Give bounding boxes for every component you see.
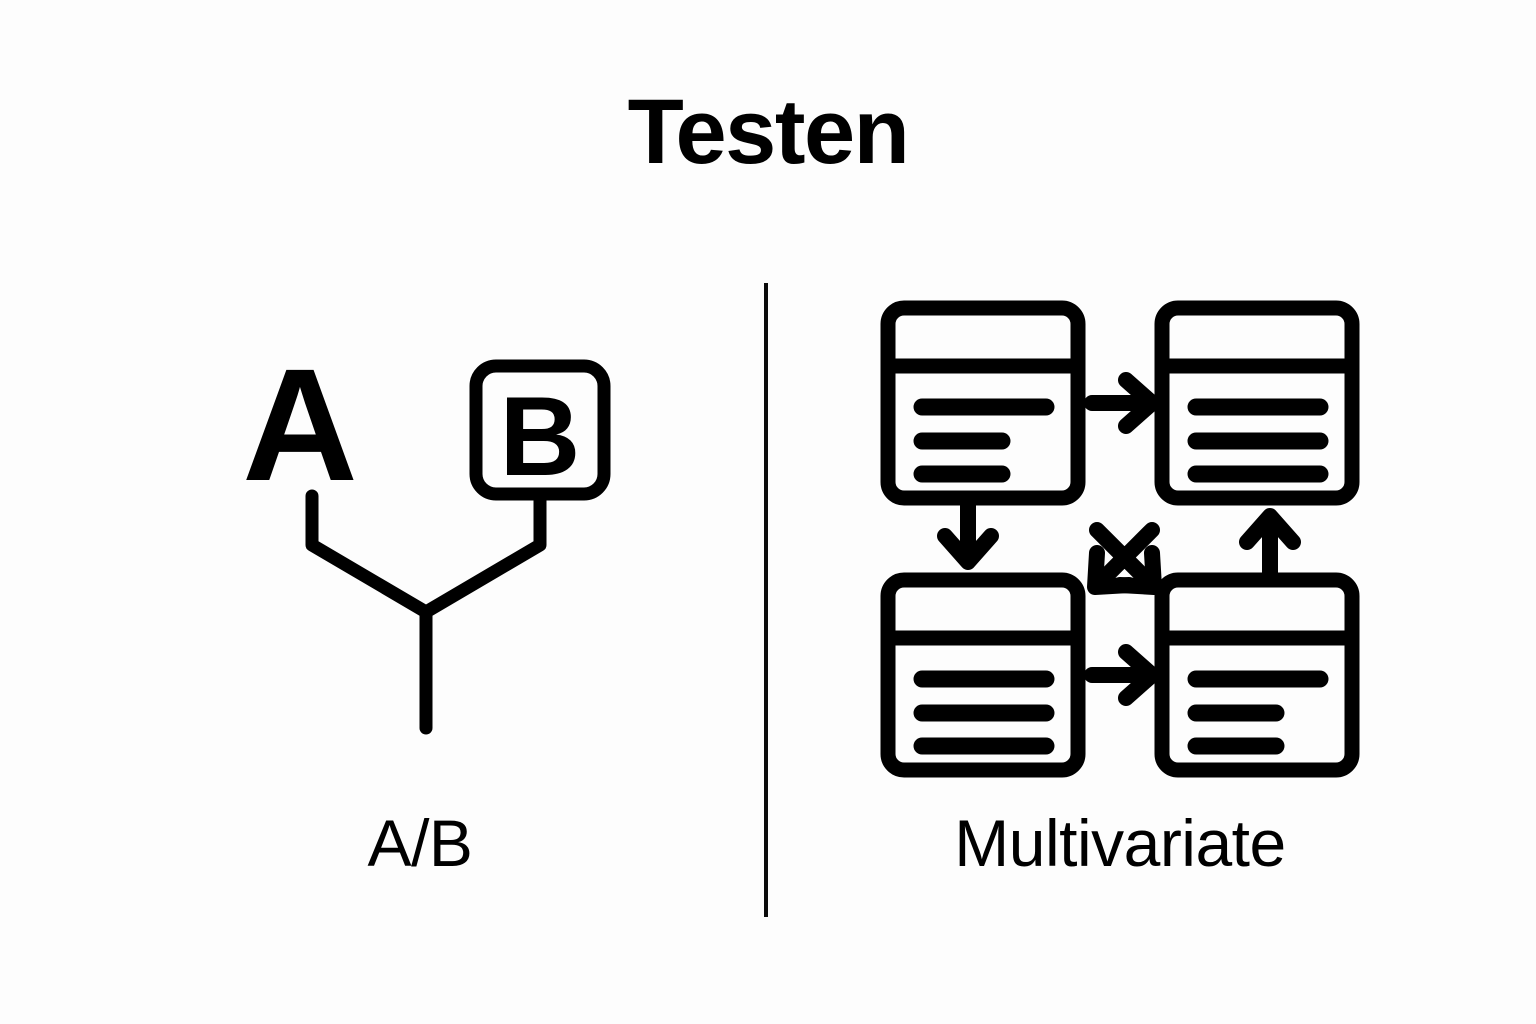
letter-b-glyph: B (500, 374, 581, 499)
panel-ab-test: A B A/B (100, 300, 740, 920)
letter-a-glyph: A (242, 340, 358, 514)
card-bottom-right (1154, 572, 1360, 778)
card-top-right (1154, 300, 1360, 506)
panel-divider (764, 283, 768, 917)
card-bottom-left (880, 572, 1086, 778)
arrow-top-left-to-top-right (1084, 372, 1160, 434)
card-top-left (880, 300, 1086, 506)
svg-text:A: A (242, 340, 358, 514)
y-merge-connector (305, 489, 547, 735)
arrow-bottom-left-to-bottom-right (1084, 644, 1160, 706)
panel-multivariate-caption: Multivariate (954, 806, 1286, 880)
panel-ab-caption: A/B (367, 806, 473, 880)
arrow-bottom-right-to-top-right (1239, 508, 1301, 584)
ab-split-test-icon: A B (240, 340, 660, 770)
panel-multivariate-test: Multivariate (800, 300, 1440, 920)
cross-arrows-center (1087, 522, 1162, 595)
multivariate-test-icon (860, 280, 1380, 780)
svg-text:B: B (500, 374, 581, 499)
arrow-top-left-to-bottom-left (937, 494, 999, 570)
page-title: Testen (627, 81, 910, 183)
